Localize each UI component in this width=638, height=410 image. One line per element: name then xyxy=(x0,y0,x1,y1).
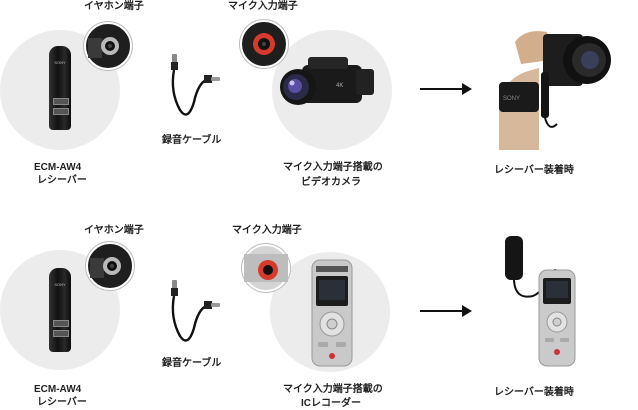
right-arrow-icon xyxy=(420,83,472,95)
video-camera-image: 4K xyxy=(280,57,374,105)
receiver-name: ECM-AW4 xyxy=(34,162,82,173)
result-label: レシーバー装着時 xyxy=(494,387,574,398)
result-label: レシーバー装着時 xyxy=(494,165,574,176)
right-arrow-icon xyxy=(420,305,472,317)
svg-text:SONY: SONY xyxy=(503,96,520,102)
ecm-aw4-receiver-image: SONY xyxy=(49,46,71,130)
device-description-line1: マイク入力端子搭載の xyxy=(283,384,383,395)
earphone-jack-zoom xyxy=(86,242,134,290)
device-description-line2: ICレコーダー xyxy=(301,398,361,409)
mic-jack-zoom xyxy=(242,244,290,292)
camera-with-receiver-image: SONY xyxy=(499,31,611,150)
mic-jack-label: マイク入力端子 xyxy=(228,1,298,12)
recording-cable-image xyxy=(171,54,220,116)
mic-jack-label: マイク入力端子 xyxy=(232,225,302,236)
device-description-line2: ビデオカメラ xyxy=(301,177,361,188)
recording-cable-label: 録音ケーブル xyxy=(162,135,222,146)
receiver-type: レシーバー xyxy=(37,175,87,186)
recorder-with-receiver-image xyxy=(505,236,576,367)
mic-jack-icon xyxy=(244,254,288,282)
earphone-jack-zoom xyxy=(84,22,132,70)
ic-recorder-image xyxy=(311,259,353,367)
mic-jack-zoom xyxy=(240,20,288,68)
recording-cable-image xyxy=(171,280,220,342)
earphone-jack-label: イヤホン端子 xyxy=(84,225,144,236)
receiver-type: レシーバー xyxy=(37,397,87,408)
mic-jack-icon xyxy=(253,33,275,55)
earphone-jack-icon xyxy=(88,37,119,58)
svg-text:4K: 4K xyxy=(336,83,343,89)
device-description-line1: マイク入力端子搭載の xyxy=(283,162,383,173)
receiver-name: ECM-AW4 xyxy=(34,384,82,395)
ecm-aw4-receiver-image: SONY xyxy=(49,268,71,352)
earphone-jack-icon xyxy=(90,257,121,278)
earphone-jack-label: イヤホン端子 xyxy=(84,1,144,12)
recording-cable-label: 録音ケーブル xyxy=(162,358,222,369)
